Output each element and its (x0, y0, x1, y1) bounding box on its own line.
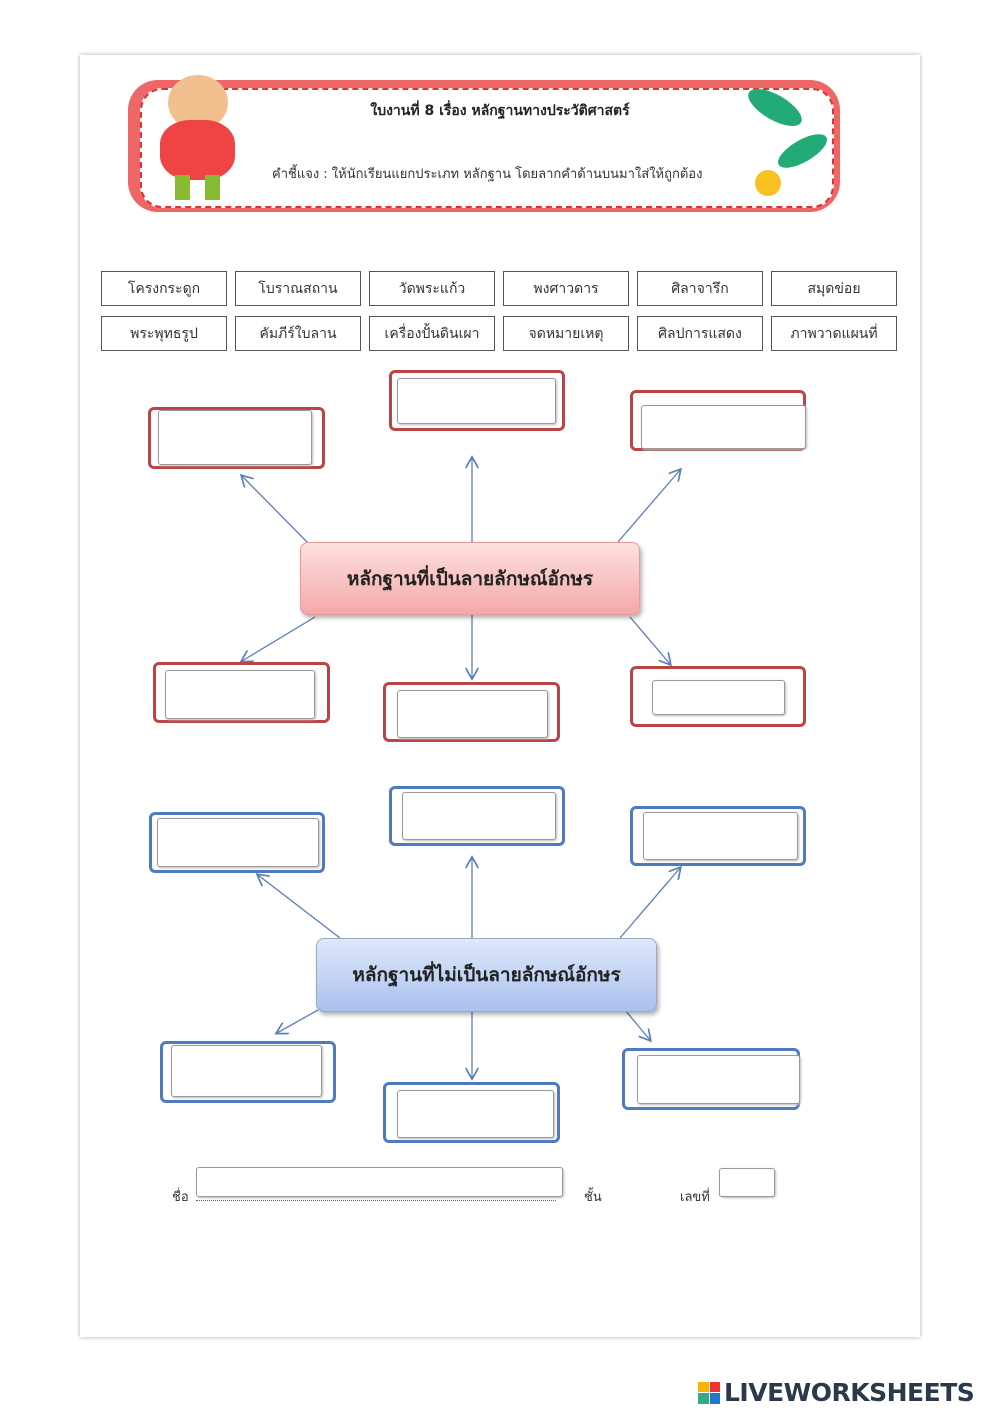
word-card[interactable]: เครื่องปั้นดินเผา (369, 316, 495, 351)
brand-name: LIVEWORKSHEETS (724, 1378, 975, 1407)
word-bank: โครงกระดูก โบราณสถาน วัดพระแก้ว พงศาวดาร… (101, 271, 901, 351)
answer-dropzone[interactable] (397, 378, 556, 424)
header-banner-inner (140, 88, 834, 208)
class-label: ชั้น (584, 1190, 602, 1205)
answer-dropzone[interactable] (397, 690, 548, 738)
logo-icon (698, 1381, 720, 1404)
answer-dropzone[interactable] (641, 405, 806, 449)
unwritten-evidence-heading: หลักฐานที่ไม่เป็นลายลักษณ์อักษร (316, 938, 657, 1012)
instruction-text: คำชี้แจง : ให้นักเรียนแยกประเภท หลักฐาน … (272, 167, 703, 182)
answer-dropzone[interactable] (637, 1055, 800, 1104)
written-evidence-heading: หลักฐานที่เป็นลายลักษณ์อักษร (300, 542, 640, 615)
arrow (277, 1009, 319, 1033)
arrow (617, 470, 680, 543)
answer-dropzone[interactable] (652, 680, 785, 715)
answer-dropzone[interactable] (171, 1045, 322, 1097)
leaves-decoration (735, 81, 835, 200)
word-card[interactable]: พงศาวดาร (503, 271, 629, 306)
number-input[interactable] (719, 1168, 775, 1197)
number-label: เลขที่ (680, 1190, 710, 1205)
answer-dropzone[interactable] (157, 818, 319, 867)
arrow (619, 868, 680, 939)
name-input[interactable] (196, 1167, 563, 1197)
word-card[interactable]: จดหมายเหตุ (503, 316, 629, 351)
word-card[interactable]: คัมภีร์ใบลาน (235, 316, 361, 351)
arrow (242, 476, 311, 546)
word-card[interactable]: ศิลาจารึก (637, 271, 763, 306)
name-label: ชื่อ (172, 1190, 189, 1205)
word-card[interactable]: วัดพระแก้ว (369, 271, 495, 306)
answer-dropzone[interactable] (158, 410, 312, 465)
word-card[interactable]: โบราณสถาน (235, 271, 361, 306)
word-card[interactable]: ภาพวาดแผนที่ (771, 316, 897, 351)
name-dotted-line (196, 1200, 556, 1201)
word-card[interactable]: สมุดข่อย (771, 271, 897, 306)
arrow (629, 616, 670, 664)
word-card[interactable]: โครงกระดูก (101, 271, 227, 306)
liveworksheets-logo: LIVEWORKSHEETS (698, 1378, 975, 1407)
answer-dropzone[interactable] (397, 1090, 554, 1138)
answer-dropzone[interactable] (165, 670, 315, 719)
character-illustration (150, 70, 250, 205)
worksheet-title: ใบงานที่ 8 เรื่อง หลักฐานทางประวัติศาสตร… (370, 103, 630, 119)
arrow (624, 1009, 650, 1040)
arrow (258, 875, 341, 939)
word-card[interactable]: ศิลปการแสดง (637, 316, 763, 351)
answer-dropzone[interactable] (643, 812, 798, 860)
arrow (242, 616, 316, 661)
word-card[interactable]: พระพุทธรูป (101, 316, 227, 351)
answer-dropzone[interactable] (402, 792, 556, 840)
